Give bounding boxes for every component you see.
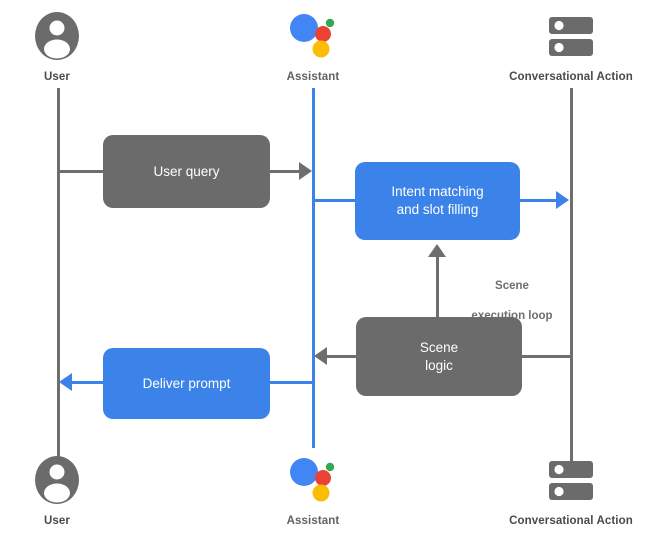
google-assistant-icon [233,452,393,508]
actor-label-conversational-action-bottom: Conversational Action [509,515,633,527]
actor-label-conversational-action-top: Conversational Action [509,71,633,83]
connector-userquery-to-assistant [268,170,302,173]
lifeline-assistant-top [312,88,315,448]
connector-deliverprompt-to-user [72,381,106,384]
node-user-query-label: User query [153,163,220,179]
actor-label-assistant-top: Assistant [286,71,340,83]
actor-label-assistant-bottom: Assistant [286,515,340,527]
connector-scenelogic-to-assistant [326,355,360,358]
actor-assistant-top: Assistant [233,8,393,84]
connector-assistant-to-intentmatching [312,199,358,202]
node-scene-logic-line2: logic [425,357,453,373]
arrowhead-intentmatching-to-conversationalaction [556,191,569,209]
actor-label-user-top: User [44,71,70,83]
arrowhead-userquery-to-assistant [299,162,312,180]
lifeline-user-top [57,88,60,468]
annotation-scene-execution-loop-line1: Scene [495,280,529,292]
actor-assistant-bottom: Assistant [233,452,393,528]
actor-conversational-action-bottom: Conversational Action [491,452,651,528]
node-user-query: User query [103,135,270,208]
actor-user-top: User [0,8,137,84]
arrowhead-scenelogic-to-intentmatching [428,244,446,257]
actor-user-bottom: User [0,452,137,528]
actor-label-user-bottom: User [44,515,70,527]
google-assistant-icon [233,8,393,64]
lifeline-conversational-action-top [570,88,573,468]
node-intent-matching-line2: and slot filling [396,202,479,217]
server-icon [491,8,651,64]
connector-user-to-userquery [57,170,105,173]
node-scene-logic: Scene logic [356,317,522,396]
node-deliver-prompt-label: Deliver prompt [142,375,231,391]
connector-assistant-to-deliverprompt [268,381,315,384]
arrowhead-deliverprompt-to-user [59,373,72,391]
node-intent-matching: Intent matching and slot filling [355,162,520,240]
user-avatar-icon [0,452,137,508]
connector-conversationalaction-to-scenelogic [520,355,572,358]
node-scene-logic-line1: Scene [419,339,459,355]
connector-intentmatching-to-conversationalaction [518,199,559,202]
connector-scenelogic-to-intentmatching [436,256,439,318]
node-deliver-prompt: Deliver prompt [103,348,270,419]
node-intent-matching-line1: Intent matching [391,184,484,199]
server-icon [491,452,651,508]
actor-conversational-action-top: Conversational Action [491,8,651,84]
user-avatar-icon [0,8,137,64]
arrowhead-scenelogic-to-assistant [314,347,327,365]
